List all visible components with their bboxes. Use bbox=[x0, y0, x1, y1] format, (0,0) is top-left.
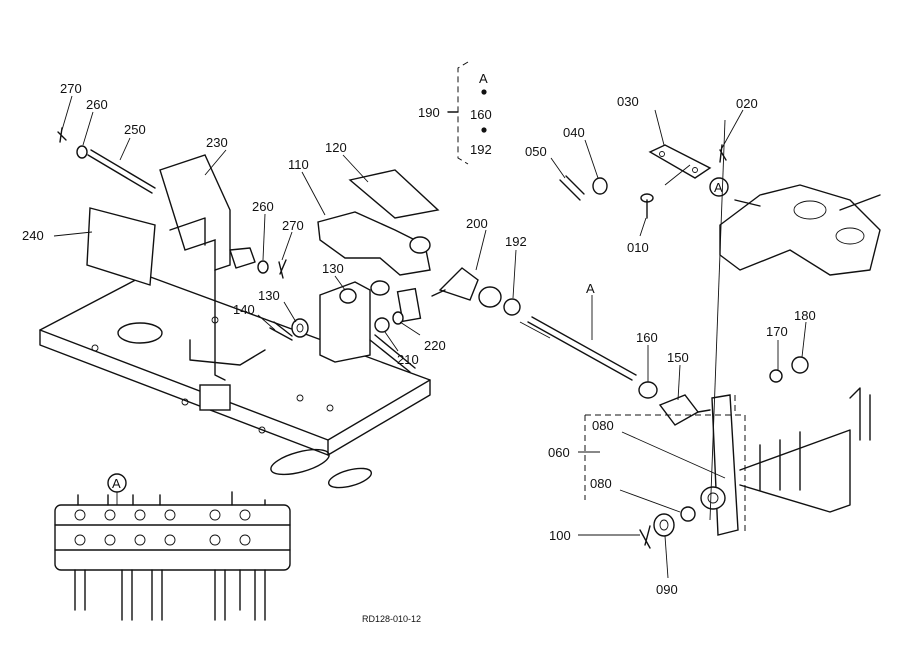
washer-260b bbox=[257, 260, 269, 274]
label-040: 040 bbox=[563, 125, 585, 140]
kit-190-bracket bbox=[447, 61, 487, 165]
washer-220 bbox=[392, 311, 404, 325]
washer-040 bbox=[592, 177, 608, 195]
circle-marker-top bbox=[709, 177, 729, 197]
label-150: 150 bbox=[667, 350, 689, 365]
circle-marker-letter-top: A bbox=[714, 180, 723, 195]
leader-lines bbox=[53, 95, 807, 579]
nut-210 bbox=[374, 317, 390, 333]
label-160: 160 bbox=[636, 330, 658, 345]
rod-250 bbox=[87, 149, 156, 194]
label-rod-A: A bbox=[586, 281, 595, 296]
label-100: 100 bbox=[549, 528, 571, 543]
kit-190-items: A 160 192 bbox=[470, 71, 492, 157]
label-180: 180 bbox=[794, 308, 816, 323]
label-270a: 270 bbox=[60, 81, 82, 96]
kit-item-A: A bbox=[479, 71, 488, 86]
cotter-140 bbox=[269, 321, 293, 341]
label-060: 060 bbox=[548, 445, 570, 460]
label-050: 050 bbox=[525, 144, 547, 159]
label-090: 090 bbox=[656, 582, 678, 597]
label-020: 020 bbox=[736, 96, 758, 111]
nut-160 bbox=[638, 381, 658, 399]
label-170: 170 bbox=[766, 324, 788, 339]
nut-170 bbox=[769, 369, 783, 383]
right-frame bbox=[584, 387, 871, 535]
washer-090 bbox=[653, 513, 675, 537]
lever-060 bbox=[700, 394, 739, 536]
pin-270b bbox=[278, 259, 287, 279]
label-210: 210 bbox=[397, 352, 419, 367]
washer-130b bbox=[291, 318, 309, 338]
circle-marker-letter-valve: A bbox=[112, 476, 121, 491]
label-030: 030 bbox=[617, 94, 639, 109]
nut-180 bbox=[791, 356, 809, 374]
figure-code: RD128-010-12 bbox=[362, 614, 421, 624]
label-260b: 260 bbox=[252, 199, 274, 214]
control-valve bbox=[54, 491, 291, 621]
label-200: 200 bbox=[466, 216, 488, 231]
label-250: 250 bbox=[124, 122, 146, 137]
label-130b: 130 bbox=[258, 288, 280, 303]
label-080b: 080 bbox=[590, 476, 612, 491]
label-190: 190 bbox=[418, 105, 440, 120]
kit-item-192: 192 bbox=[470, 142, 492, 157]
label-080a: 080 bbox=[592, 418, 614, 433]
valve-top bbox=[719, 184, 881, 276]
joint-150 bbox=[658, 394, 711, 426]
label-220: 220 bbox=[424, 338, 446, 353]
label-120: 120 bbox=[325, 140, 347, 155]
pin-020 bbox=[719, 144, 727, 163]
label-110: 110 bbox=[288, 157, 309, 172]
pedal-cover-120 bbox=[348, 169, 440, 219]
pedal-arm-110 bbox=[317, 211, 431, 276]
bolt-010 bbox=[640, 193, 654, 219]
label-140: 140 bbox=[233, 302, 255, 317]
bolt-050 bbox=[559, 175, 585, 201]
label-010: 010 bbox=[627, 240, 649, 255]
label-240: 240 bbox=[22, 228, 44, 243]
pin-100 bbox=[639, 525, 651, 549]
rod-end-200 bbox=[431, 267, 502, 308]
label-260a: 260 bbox=[86, 97, 108, 112]
pedal-bracket-230 bbox=[159, 154, 266, 411]
label-230: 230 bbox=[206, 135, 228, 150]
pedal-pad-240 bbox=[86, 207, 156, 286]
kit-item-160: 160 bbox=[470, 107, 492, 122]
washer-260a bbox=[76, 145, 88, 159]
plate-030 bbox=[648, 144, 712, 179]
label-270b: 270 bbox=[282, 218, 304, 233]
label-130a: 130 bbox=[322, 261, 344, 276]
bushing-080 bbox=[680, 506, 696, 522]
pin-270a bbox=[57, 127, 67, 143]
callout-labels: 270 260 250 230 240 260 270 110 120 130 … bbox=[22, 81, 816, 597]
label-192: 192 bbox=[505, 234, 527, 249]
rod-A bbox=[519, 316, 637, 381]
nut-192 bbox=[503, 298, 521, 316]
pivot-bracket-130 bbox=[319, 280, 422, 373]
base-plate bbox=[39, 274, 431, 489]
